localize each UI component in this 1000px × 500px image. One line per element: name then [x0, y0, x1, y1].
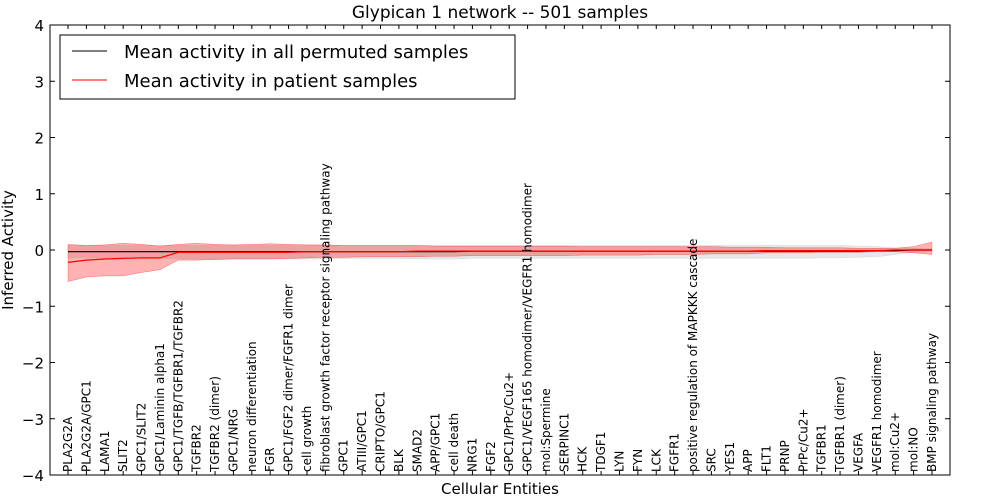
x-tick-label: GPC1 [337, 439, 351, 472]
x-tick-label: APP/GPC1 [429, 413, 443, 472]
x-tick-label: TGFBR2 [190, 424, 204, 473]
y-tick-label: 4 [34, 17, 44, 35]
x-tick-label: PRNP [778, 440, 792, 472]
chart-title: Glypican 1 network -- 501 samples [352, 3, 648, 23]
x-tick-label: HCK [576, 446, 590, 472]
y-tick-label: −3 [22, 411, 44, 429]
x-tick-label: ATIII/GPC1 [355, 410, 369, 472]
x-tick-label: SLIT2 [116, 439, 130, 472]
y-tick-label: −4 [22, 467, 44, 485]
x-tick-label: SERPINC1 [557, 413, 571, 472]
x-tick-label: neuron differentiation [245, 341, 259, 472]
x-tick-label: GPC1/FGF2 dimer/FGFR1 dimer [282, 284, 296, 472]
x-tick-label: BLK [392, 448, 406, 472]
legend-label-permuted: Mean activity in all permuted samples [124, 42, 468, 63]
x-tick-label: FLT1 [760, 445, 774, 472]
x-tick-label: TGFBR2 (dimer) [208, 376, 222, 473]
x-tick-label: TGFBR1 (dimer) [833, 376, 847, 473]
x-tick-label: TDGF1 [594, 432, 608, 473]
legend: Mean activity in all permuted samples Me… [59, 34, 516, 100]
x-tick-label: cell growth [300, 406, 314, 472]
x-tick-label: VEGFR1 homodimer [870, 351, 884, 472]
x-tick-label: FGR [263, 447, 277, 472]
y-tick-label: 3 [34, 73, 44, 91]
x-tick-label: APP [741, 449, 755, 472]
y-tick-label: 2 [34, 130, 44, 148]
x-tick-label: SRC [704, 448, 718, 472]
x-tick-label: BMP signaling pathway [925, 333, 939, 472]
x-tick-label: NRG1 [465, 438, 479, 472]
x-tick-label: cell death [447, 413, 461, 472]
series-lines [67, 249, 932, 263]
x-tick-label: mol:Cu2+ [888, 412, 902, 472]
x-axis-label: Cellular Entities [441, 480, 559, 498]
y-axis-label: Inferred Activity [0, 190, 17, 310]
x-tick-label: LYN [613, 451, 627, 472]
legend-label-patient: Mean activity in patient samples [124, 71, 418, 92]
x-tick-label: TGFBR1 [815, 424, 829, 473]
x-tick-label: FYN [631, 449, 645, 472]
x-tick-label: GPC1/SLIT2 [135, 403, 149, 472]
x-tick-label: GPC1/PrPc/Cu2+ [502, 372, 516, 472]
x-tick-label: LCK [649, 448, 663, 472]
x-tick-label: fibroblast growth factor receptor signal… [318, 163, 332, 472]
x-tick-label: GPC1/TGFB/TGFBR1/TGFBR2 [171, 300, 185, 472]
x-tick-label: PLA2G2A/GPC1 [79, 380, 93, 472]
x-tick-label: GPC1/VEGF165 homodimer/VEGFR1 homodimer [521, 183, 535, 472]
x-tick-label: FGF2 [484, 441, 498, 472]
y-tick-label: 1 [34, 186, 44, 204]
legend-box [59, 34, 516, 100]
y-tick-label: 0 [34, 242, 44, 260]
y-tick-label: −2 [22, 355, 44, 373]
x-tick-label: PrPc/Cu2+ [796, 408, 810, 472]
x-tick-label: GPC1/NRG [226, 409, 240, 472]
series-line-1 [67, 249, 932, 263]
y-tick-label: −1 [22, 298, 44, 316]
x-tick-label: FGFR1 [668, 433, 682, 472]
x-tick-label: mol:NO [907, 427, 921, 472]
x-tick-label: positive regulation of MAPKKK cascade [686, 239, 700, 472]
y-axis: 4 3 2 1 0 −1 −2 −3 −4 [22, 17, 950, 485]
x-tick-label: VEGFA [852, 432, 866, 472]
x-tick-label: GPC1/Laminin alpha1 [153, 343, 167, 472]
x-tick-label: PLA2G2A [61, 416, 75, 472]
x-tick-label: SMAD2 [410, 429, 424, 472]
x-tick-label: CRIPTO/GPC1 [374, 391, 388, 472]
x-tick-label: mol:Spermine [539, 388, 553, 472]
x-tick-label: LAMA1 [98, 431, 112, 472]
x-tick-label: YES1 [723, 442, 737, 473]
